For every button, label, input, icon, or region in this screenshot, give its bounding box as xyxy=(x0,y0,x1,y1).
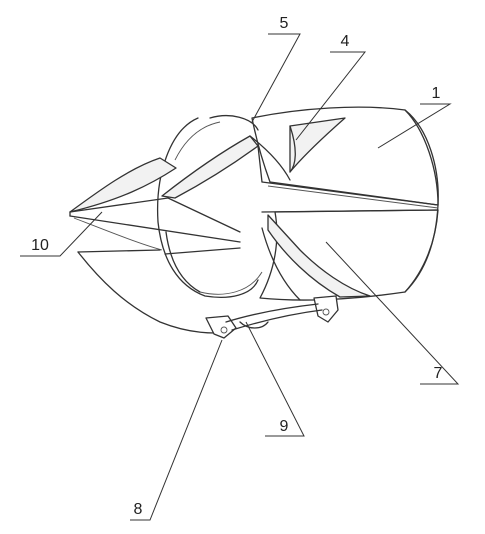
lower-vane xyxy=(261,214,371,301)
callout-4: 4 xyxy=(341,33,350,50)
leader-lines xyxy=(20,33,460,521)
lower-shell-sweep xyxy=(77,247,241,334)
callout-8: 8 xyxy=(134,501,143,518)
callout-5: 5 xyxy=(280,15,289,32)
internal-vane-upper xyxy=(161,135,291,199)
front-ring xyxy=(156,115,263,298)
callout-1: 1 xyxy=(432,85,441,102)
cylinder-body xyxy=(251,106,439,301)
callout-10: 10 xyxy=(31,237,49,254)
bottom-linkage xyxy=(205,295,339,339)
left-vane xyxy=(69,157,241,251)
slot-vane-upper xyxy=(289,117,346,173)
callout-9: 9 xyxy=(280,418,289,435)
callout-7: 7 xyxy=(434,365,443,382)
callout-labels: 5 4 1 10 7 9 8 xyxy=(31,15,442,518)
